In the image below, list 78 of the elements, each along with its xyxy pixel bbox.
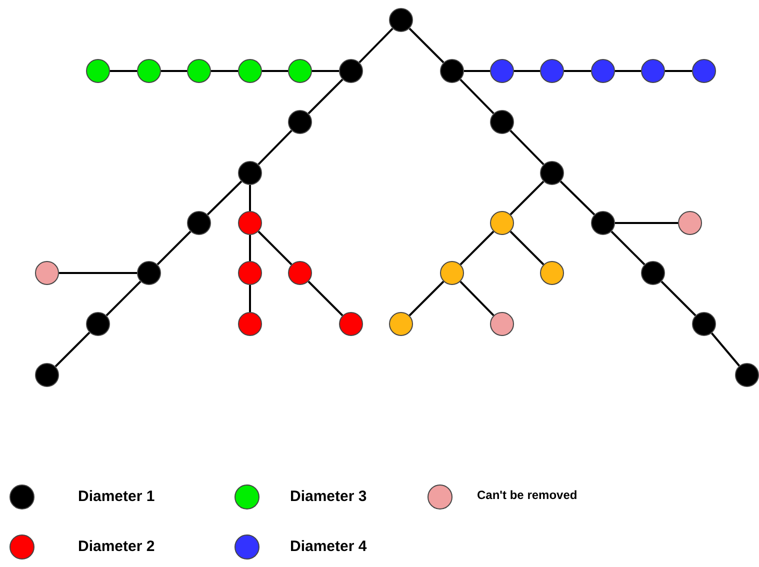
legend-label: Diameter 1 [78,488,155,505]
circle-node [490,110,514,134]
connector-line [106,280,142,316]
circle-node [238,161,262,185]
connector-line [710,332,740,366]
connector-line [560,180,596,216]
circle-node [389,8,413,32]
connector-line [54,332,90,368]
circle-node [641,59,665,83]
connector-line [249,285,251,312]
circle-node [35,261,59,285]
connector-line [510,130,544,166]
circle-node [137,261,161,285]
connector-line [615,222,678,224]
circle-node [238,261,262,285]
circle-node [238,312,262,336]
circle-node [389,312,413,336]
circle-node [288,110,312,134]
circle-node [86,59,110,83]
connector-line [460,230,494,266]
connector-line [660,280,696,316]
circle-node [187,211,211,235]
connector-line [308,280,344,316]
connector-line [258,130,292,166]
circle-node [238,211,262,235]
connector-line [510,180,544,216]
circle-node [692,59,716,83]
connector-line [206,180,242,216]
connector-line [564,70,591,72]
connector-line [312,70,339,72]
circle-node [540,59,564,83]
connector-line [460,280,494,316]
circle-node [238,59,262,83]
connector-line [460,78,494,114]
connector-line [510,230,544,266]
circle-node [86,312,110,336]
circle-node [490,211,514,235]
circle-node [540,161,564,185]
connector-line [358,28,394,64]
legend-label: Can't be removed [477,488,578,502]
circle-node [187,59,211,83]
connector-line [262,70,288,72]
legend-label: Diameter 2 [78,538,155,555]
connector-line [156,230,192,266]
connector-line [408,28,444,64]
connector-line [59,272,137,274]
circle-node [490,59,514,83]
connector-line [110,70,137,72]
connector-line [249,235,251,261]
circle-node [591,211,615,235]
circle-node [339,312,363,336]
connector-line [308,78,344,114]
connector-line [610,230,646,266]
circle-node [735,363,759,387]
circle-node [440,59,464,83]
connector-line [615,70,641,72]
circle-node [678,211,702,235]
circle-node [440,261,464,285]
connector-line [258,230,292,266]
legend-label: Diameter 3 [290,488,367,505]
connector-line [211,70,238,72]
connector-line [249,185,251,211]
circle-node [692,312,716,336]
connector-line [161,70,187,72]
circle-node [641,261,665,285]
connector-line [408,280,444,316]
connector-line [464,70,490,72]
connector-line [665,70,692,72]
connector-line [514,70,540,72]
circle-node [540,261,564,285]
circle-node [490,312,514,336]
circle-node [339,59,363,83]
circle-node [35,363,59,387]
legend-label: Diameter 4 [290,538,367,555]
circle-node [288,59,312,83]
circle-node [137,59,161,83]
circle-node [288,261,312,285]
circle-node [591,59,615,83]
